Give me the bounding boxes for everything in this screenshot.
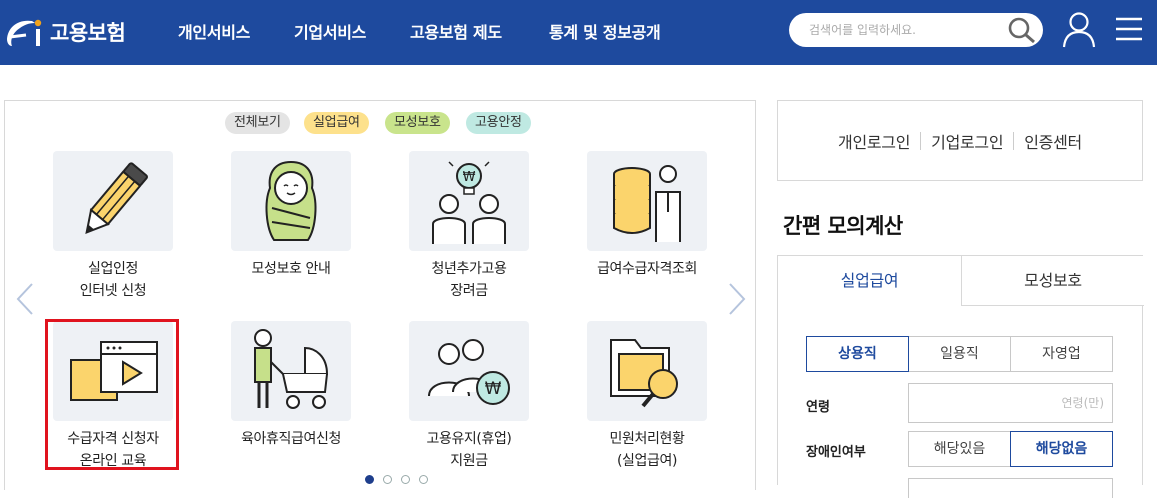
pencil-icon (85, 162, 148, 234)
tile-label: 실업인정 인터넷 신청 (79, 261, 147, 299)
ei-logo-icon (7, 19, 42, 46)
svg-text:₩: ₩ (463, 170, 476, 185)
tile-label: 민원처리현황 (실업급여) (609, 431, 685, 469)
filter-unemployment[interactable]: 실업급여 (304, 112, 369, 134)
age-input[interactable] (908, 383, 1113, 423)
tile-employment-retention-subsidy[interactable]: ₩ 고용유지(휴업) 지원금 (394, 321, 544, 472)
site-logo[interactable]: 고용보험 (4, 14, 126, 50)
tile-label: 모성보호 안내 (251, 261, 331, 277)
divider (920, 131, 922, 150)
nav-insurance-system[interactable]: 고용보험 제도 (410, 23, 502, 42)
divider (1013, 131, 1015, 150)
tile-label: 고용유지(휴업) 지원금 (426, 431, 512, 469)
nav-business-service[interactable]: 기업서비스 (294, 23, 367, 42)
page-dot-4[interactable] (419, 475, 428, 484)
disability-label: 장애인여부 (806, 445, 866, 460)
tab-unemployment-benefit[interactable]: 실업급여 (778, 256, 961, 306)
nav-personal-service[interactable]: 개인서비스 (178, 23, 251, 42)
tile-label: 육아휴직급여신청 (241, 431, 341, 447)
page-dot-1[interactable] (365, 475, 374, 484)
tile-label: 청년추가고용 장려금 (431, 261, 507, 299)
baby-icon (265, 160, 317, 241)
stroller-icon (254, 329, 329, 409)
login-box: 개인로그인 기업로그인 인증센터 (777, 100, 1143, 181)
search-button[interactable] (1007, 16, 1037, 44)
menu-button[interactable] (1115, 16, 1143, 42)
business-login-link[interactable]: 기업로그인 (931, 132, 1004, 152)
tile-parental-leave-benefit[interactable]: 육아휴직급여신청 (216, 321, 366, 450)
disability-yes[interactable]: 해당있음 (908, 431, 1011, 467)
folder-search-icon (610, 339, 678, 408)
page-dot-3[interactable] (401, 475, 410, 484)
video-play-icon (70, 341, 158, 401)
tile-youth-employment-subsidy[interactable]: ₩ 청년추가고용 장려금 (394, 151, 544, 302)
hamburger-icon (1116, 17, 1142, 41)
coins-person-icon (613, 165, 681, 242)
page-dot-2[interactable] (383, 475, 392, 484)
logo-text: 고용보험 (50, 21, 126, 45)
nav-statistics[interactable]: 통계 및 정보공개 (549, 23, 661, 42)
tab-maternity[interactable]: 모성보호 (961, 256, 1144, 306)
filter-all[interactable]: 전체보기 (225, 112, 290, 134)
search-icon (1008, 17, 1035, 44)
tile-online-education[interactable]: 수급자격 신청자 온라인 교육 (38, 321, 188, 472)
personal-login-link[interactable]: 개인로그인 (838, 132, 911, 152)
filter-maternity[interactable]: 모성보호 (385, 112, 450, 134)
next-input-field[interactable] (908, 478, 1113, 498)
job-type-daily[interactable]: 일용직 (908, 336, 1011, 372)
quick-service-panel: 전체보기 실업급여 모성보호 고용안정 실업인정 (4, 100, 756, 490)
youth-employment-icon: ₩ (432, 161, 506, 244)
tile-benefit-eligibility-check[interactable]: 급여수급자격조회 (572, 151, 722, 280)
site-header: 고용보험 개인서비스 기업서비스 고용보험 제도 통계 및 정보공개 (0, 0, 1157, 65)
calc-title: 간편 모의계산 (783, 214, 903, 238)
job-type-regular[interactable]: 상용직 (806, 336, 909, 372)
tile-complaint-status[interactable]: 민원처리현황 (실업급여) (572, 321, 722, 472)
certificate-center-link[interactable]: 인증센터 (1024, 132, 1082, 152)
prev-arrow[interactable] (15, 281, 35, 317)
user-button[interactable] (1062, 11, 1096, 49)
chevron-left-icon (16, 283, 33, 315)
age-label: 연령 (806, 400, 830, 415)
tile-label: 수급자격 신청자 온라인 교육 (67, 431, 159, 469)
tile-maternity-guide[interactable]: 모성보호 안내 (216, 151, 366, 280)
filter-employment-stability[interactable]: 고용안정 (466, 112, 531, 134)
highlight-box (45, 319, 179, 470)
search-input[interactable] (809, 21, 999, 39)
pagination-dots (365, 475, 428, 484)
job-type-self-employed[interactable]: 자영업 (1010, 336, 1113, 372)
tile-label: 급여수급자격조회 (597, 261, 697, 277)
disability-no[interactable]: 해당없음 (1010, 431, 1113, 467)
simple-calculator: 실업급여 모성보호 상용직 일용직 자영업 연령 장애인여부 해당있음 해당없음 (777, 255, 1144, 498)
search-box (789, 13, 1043, 47)
chevron-right-icon (729, 283, 746, 315)
tile-unemployment-recognition[interactable]: 실업인정 인터넷 신청 (38, 151, 188, 302)
people-won-icon: ₩ (428, 339, 510, 405)
user-icon (1062, 12, 1096, 48)
next-arrow[interactable] (727, 281, 747, 317)
svg-text:₩: ₩ (485, 379, 502, 399)
